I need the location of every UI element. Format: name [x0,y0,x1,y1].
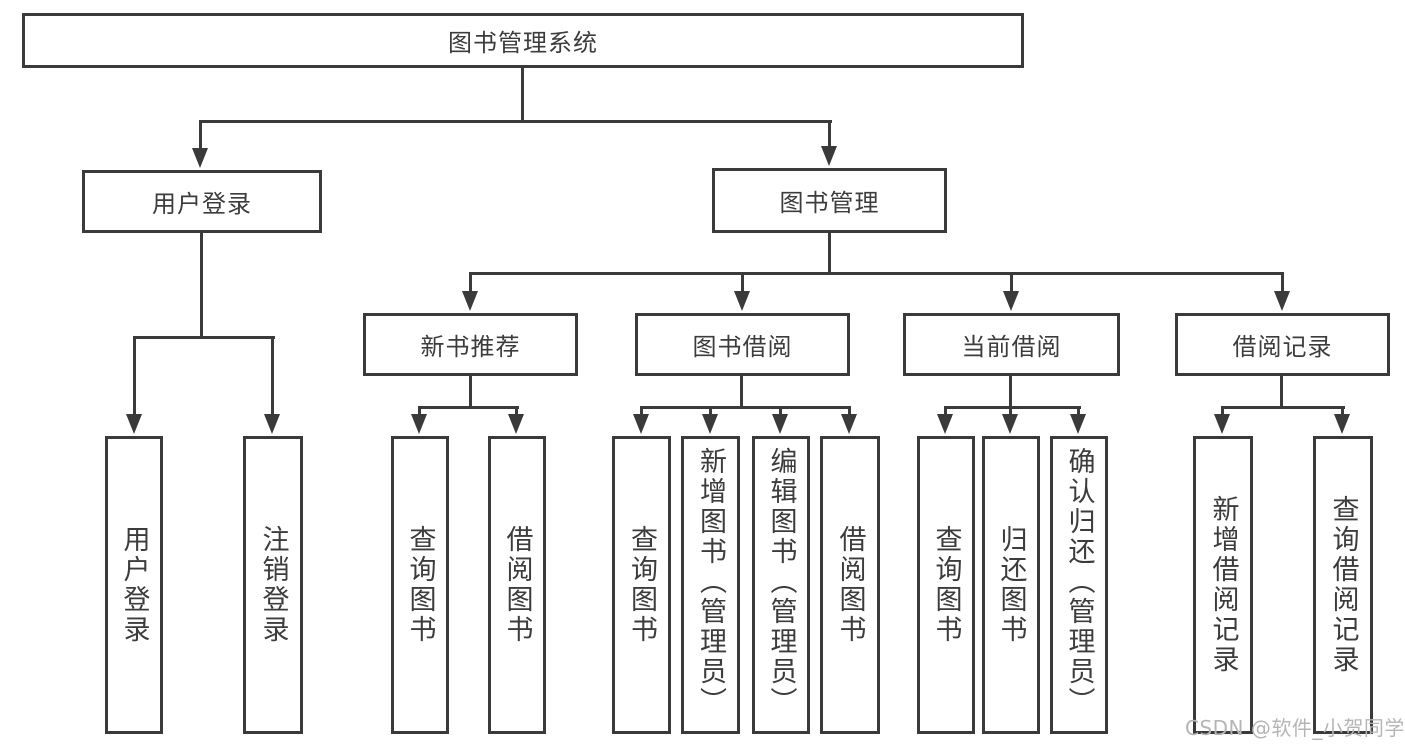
connector-drop [515,406,518,418]
arrow-down-icon [734,291,750,311]
node-nbr-borrow-book: 借阅图书 [488,436,546,734]
arrow-down-icon [192,148,208,168]
node-cb-query-book: 查询图书 [917,436,975,734]
connector-drop [848,406,851,418]
connector-drop [709,406,712,418]
node-bb-edit-book-admin: 编辑图书（管理员） [752,436,810,734]
node-user-login: 用户登录 [82,170,322,233]
arrow-down-icon [1003,291,1019,311]
connector-drop [741,272,744,292]
connector-bb-stem [740,376,743,406]
arrow-down-icon [1070,414,1086,434]
connector-br-stem [1280,376,1283,406]
connector-drop [271,336,274,416]
node-book-management: 图书管理 [712,168,947,233]
connector-cb-rail [944,406,1081,409]
connector-drop [1009,406,1012,418]
connector-drop [1077,406,1080,418]
connector-drop [944,406,947,418]
node-ul-logout: 注销登录 [243,436,303,734]
node-current-borrow: 当前借阅 [903,313,1120,376]
node-bb-add-book-admin: 新增图书（管理员） [681,436,740,734]
connector-drop [199,120,202,150]
arrow-down-icon [841,414,857,434]
arrow-down-icon [702,414,718,434]
arrow-down-icon [1274,291,1290,311]
connector-userlogin-stem [200,233,203,336]
node-cb-confirm-return-admin: 确认归还（管理员） [1050,436,1108,734]
node-book-borrow: 图书借阅 [635,313,850,376]
arrow-down-icon [772,414,788,434]
arrow-down-icon [411,414,427,434]
arrow-down-icon [1002,414,1018,434]
csdn-watermark: CSDN @软件_小贺同学 [1185,716,1405,740]
node-cb-return-book: 归还图书 [982,436,1040,734]
connector-nbr-rail [418,406,519,409]
connector-br-rail [1221,406,1345,409]
connector-drop [133,336,136,416]
arrow-down-icon [508,414,524,434]
connector-bookmgmt-stem [828,233,831,272]
node-library-system: 图书管理系统 [22,13,1024,68]
connector-userlogin-rail [133,336,275,339]
arrow-down-icon [264,414,280,434]
arrow-down-icon [937,414,953,434]
arrow-down-icon [1334,414,1350,434]
arrow-down-icon [1214,414,1230,434]
node-bb-query-book: 查询图书 [612,436,671,734]
node-ul-user-login: 用户登录 [105,436,163,734]
arrow-down-icon [633,414,649,434]
connector-cb-stem [1009,376,1012,406]
connector-drop [1341,406,1344,418]
connector-drop [418,406,421,418]
connector-root-rail [199,120,832,123]
arrow-down-icon [462,291,478,311]
connector-drop [469,272,472,292]
connector-drop [1281,272,1284,292]
connector-root-stem [521,68,524,120]
node-new-book-recommend: 新书推荐 [363,313,578,376]
connector-bookmgmt-rail [469,272,1283,275]
connector-nbr-stem [469,376,472,406]
arrow-down-icon [821,146,837,166]
connector-drop [1221,406,1224,418]
node-br-query-record: 查询借阅记录 [1313,436,1373,734]
connector-drop [1010,272,1013,292]
connector-bb-rail [640,406,851,409]
node-bb-borrow-book: 借阅图书 [820,436,880,734]
arrow-down-icon [126,414,142,434]
node-nbr-query-book: 查询图书 [391,436,449,734]
connector-drop [640,406,643,418]
connector-drop [779,406,782,418]
connector-drop [828,120,831,148]
node-borrow-records: 借阅记录 [1175,313,1390,376]
node-br-add-record: 新增借阅记录 [1193,436,1253,734]
